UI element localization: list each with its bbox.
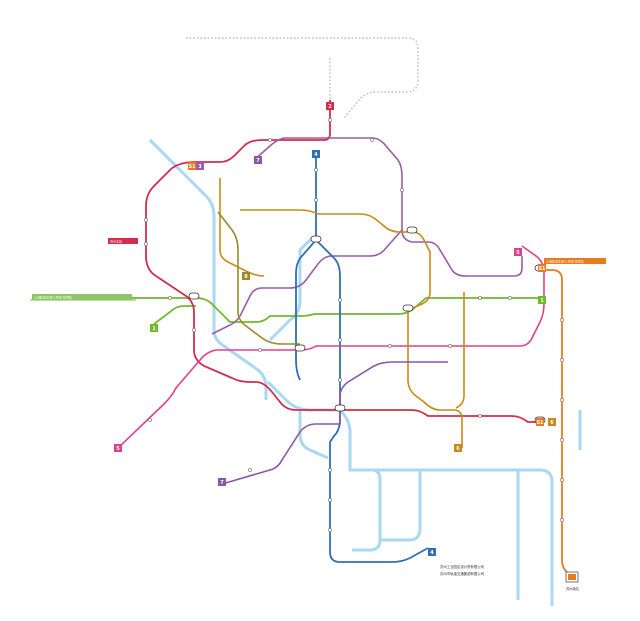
line-badge-label: 1 xyxy=(152,326,156,332)
line-2-route xyxy=(145,100,540,423)
line-badge-7: 7 xyxy=(254,156,262,164)
line-badge-2: 2 xyxy=(326,102,334,110)
river-channels xyxy=(148,138,582,606)
line-badge-label: S1 xyxy=(188,164,196,170)
line-badge-s: S1 xyxy=(538,264,546,272)
footer-station-label: 苏州南站 xyxy=(566,586,580,591)
line-badge-label: 1 xyxy=(540,298,544,304)
station-dots xyxy=(144,118,564,532)
terminus-marker-south xyxy=(565,571,579,583)
line-badge-label: 4 xyxy=(430,550,434,556)
line-7-route xyxy=(221,361,448,485)
line-badge-4: 4 xyxy=(428,548,436,556)
line-badge-6: 6 xyxy=(548,418,556,426)
callout-north-station: 苏州北站 xyxy=(108,238,138,244)
line-1-route xyxy=(130,297,540,325)
line-badge-label: 2 xyxy=(328,104,332,110)
line-badge-5: 5 xyxy=(514,248,522,256)
line-badge-4: 4 xyxy=(312,150,320,158)
footer-station: 苏州南站 xyxy=(566,586,580,591)
line-badge-5: 5 xyxy=(114,444,122,452)
line-badge-label: 5 xyxy=(116,446,120,452)
line-badge-label: 5 xyxy=(516,250,520,256)
line-6-route xyxy=(219,178,465,448)
map-notes: 苏州工业园区设计院有限公司 苏州市轨道交通集团有限公司 xyxy=(440,564,484,576)
line-badge-label: 6 xyxy=(456,446,460,452)
line-badge-label: 4 xyxy=(314,152,318,158)
line-badge-label: 3 xyxy=(198,164,202,170)
callout-west-interchange-label: 上海轨道交通11号线 花桥站 xyxy=(34,295,72,300)
line-s1-route xyxy=(540,269,577,581)
map-note-line-2: 苏州市轨道交通集团有限公司 xyxy=(440,571,484,576)
line-badge-1: 1 xyxy=(538,296,546,304)
line-badge-label: S1 xyxy=(536,420,544,426)
line-badge-7: 7 xyxy=(218,478,226,486)
callout-west-interchange: 上海轨道交通11号线 花桥站 xyxy=(32,294,132,300)
line-badge-s: S1 xyxy=(188,162,196,170)
line-badge-s: S1 xyxy=(536,418,544,426)
interchange-stations xyxy=(188,226,546,424)
line-badge-label: S1 xyxy=(538,266,546,272)
line-4-route xyxy=(295,150,429,563)
callout-east-interchange: 上海轨道交通11号线 花桥站 xyxy=(544,258,606,264)
callout-east-interchange-label: 上海轨道交通11号线 花桥站 xyxy=(546,259,584,264)
line-badge-label: 8 xyxy=(244,274,248,280)
line-badge-8: 8 xyxy=(242,272,250,280)
line-badge-label: 7 xyxy=(220,480,224,486)
line-badge-3: 3 xyxy=(196,162,204,170)
line-badge-label: 7 xyxy=(256,158,260,164)
line-3-route xyxy=(211,137,523,335)
callout-north-station-label: 苏州北站 xyxy=(110,239,122,244)
map-note-line-1: 苏州工业园区设计院有限公司 xyxy=(440,564,484,569)
line-badge-6: 6 xyxy=(454,444,462,452)
line-8-route xyxy=(217,211,300,345)
line-badge-label: 6 xyxy=(550,420,554,426)
line-badge-1: 1 xyxy=(150,324,158,332)
future-line-dotted xyxy=(186,37,419,119)
line-5-route xyxy=(117,245,545,449)
